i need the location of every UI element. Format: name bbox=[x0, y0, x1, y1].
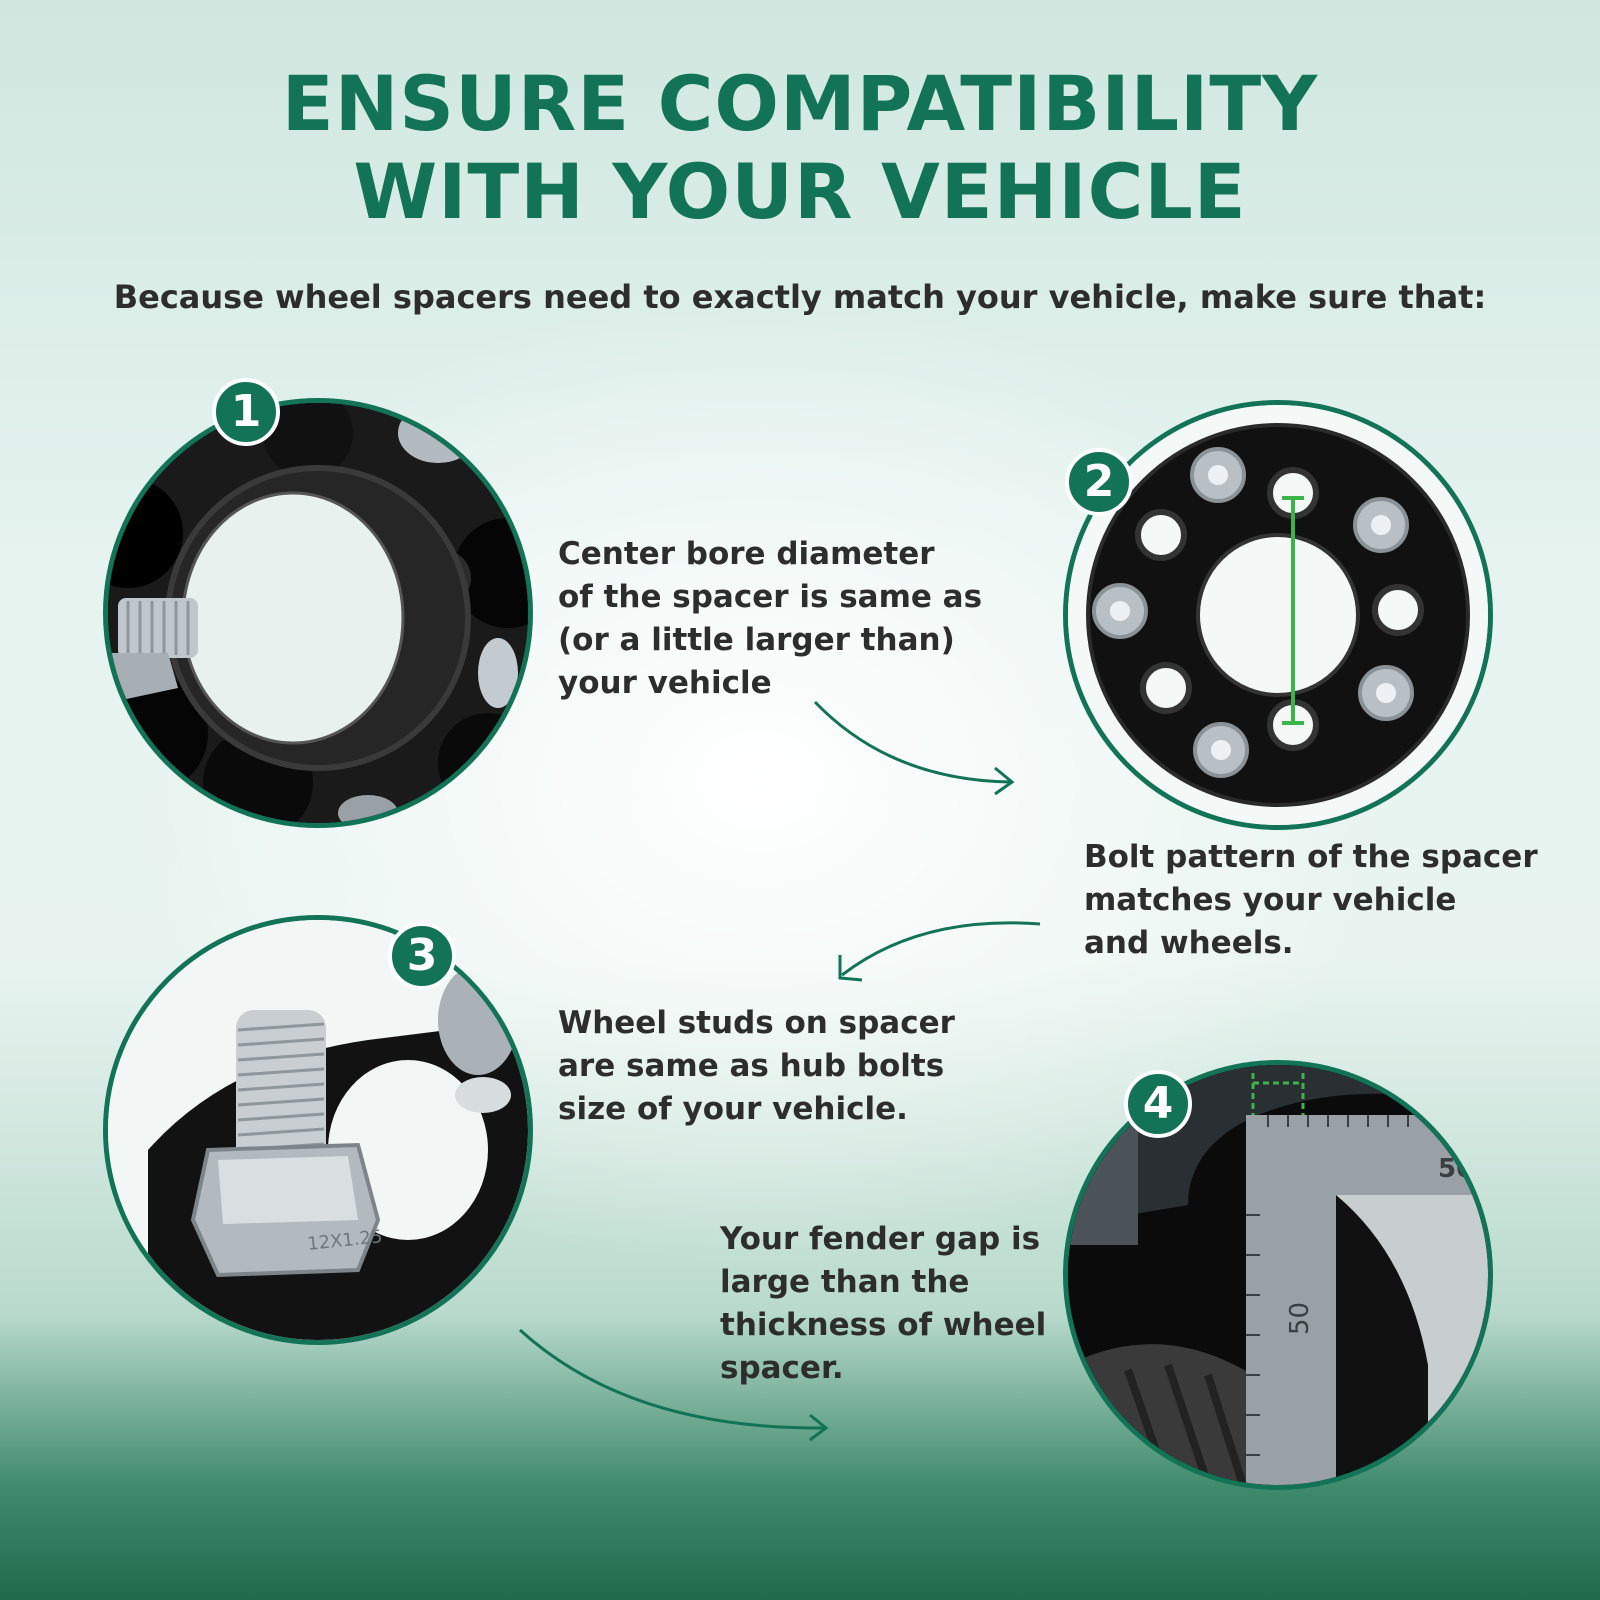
curved-arrow-icon bbox=[518, 1328, 829, 1442]
lug-nuts bbox=[1092, 447, 1414, 778]
bolt-pattern-photo bbox=[1063, 400, 1493, 830]
step-4-caption: Your fender gap is large than the thickn… bbox=[720, 1221, 1047, 1386]
step-1-badge: 1 bbox=[212, 378, 280, 446]
page-subtitle: Because wheel spacers need to exactly ma… bbox=[113, 278, 1487, 316]
center-bore-photo bbox=[103, 398, 533, 828]
step-2-caption: Bolt pattern of the spacer matches your … bbox=[1084, 839, 1538, 961]
ruler-label-50: 50 bbox=[1438, 1154, 1474, 1184]
ruler-number-50: 50 bbox=[1285, 1302, 1315, 1335]
step-3-caption: Wheel studs on spacer are same as hub bo… bbox=[558, 1005, 955, 1127]
title-line-1: ENSURE COMPATIBILITY bbox=[281, 59, 1319, 148]
title-line-2: WITH YOUR VEHICLE bbox=[353, 147, 1247, 236]
step-4-badge: 4 bbox=[1124, 1070, 1192, 1138]
curved-arrow-icon bbox=[838, 921, 1041, 982]
open-bolt-holes bbox=[1135, 467, 1424, 751]
fender-gap-photo: 50 50 bbox=[1063, 1060, 1493, 1490]
step-1-caption: Center bore diameter of the spacer is sa… bbox=[558, 536, 983, 701]
wheel-stud-photo: 12X1.25 bbox=[103, 915, 533, 1345]
step-3-badge: 3 bbox=[388, 922, 456, 990]
curved-arrow-icon bbox=[813, 700, 1015, 796]
page-title: ENSURE COMPATIBILITY WITH YOUR VEHICLE bbox=[0, 60, 1600, 236]
fender-gap-measure bbox=[1251, 1073, 1305, 1115]
step-2-badge: 2 bbox=[1065, 448, 1133, 516]
bolt-pattern-measure-line bbox=[1282, 496, 1304, 725]
